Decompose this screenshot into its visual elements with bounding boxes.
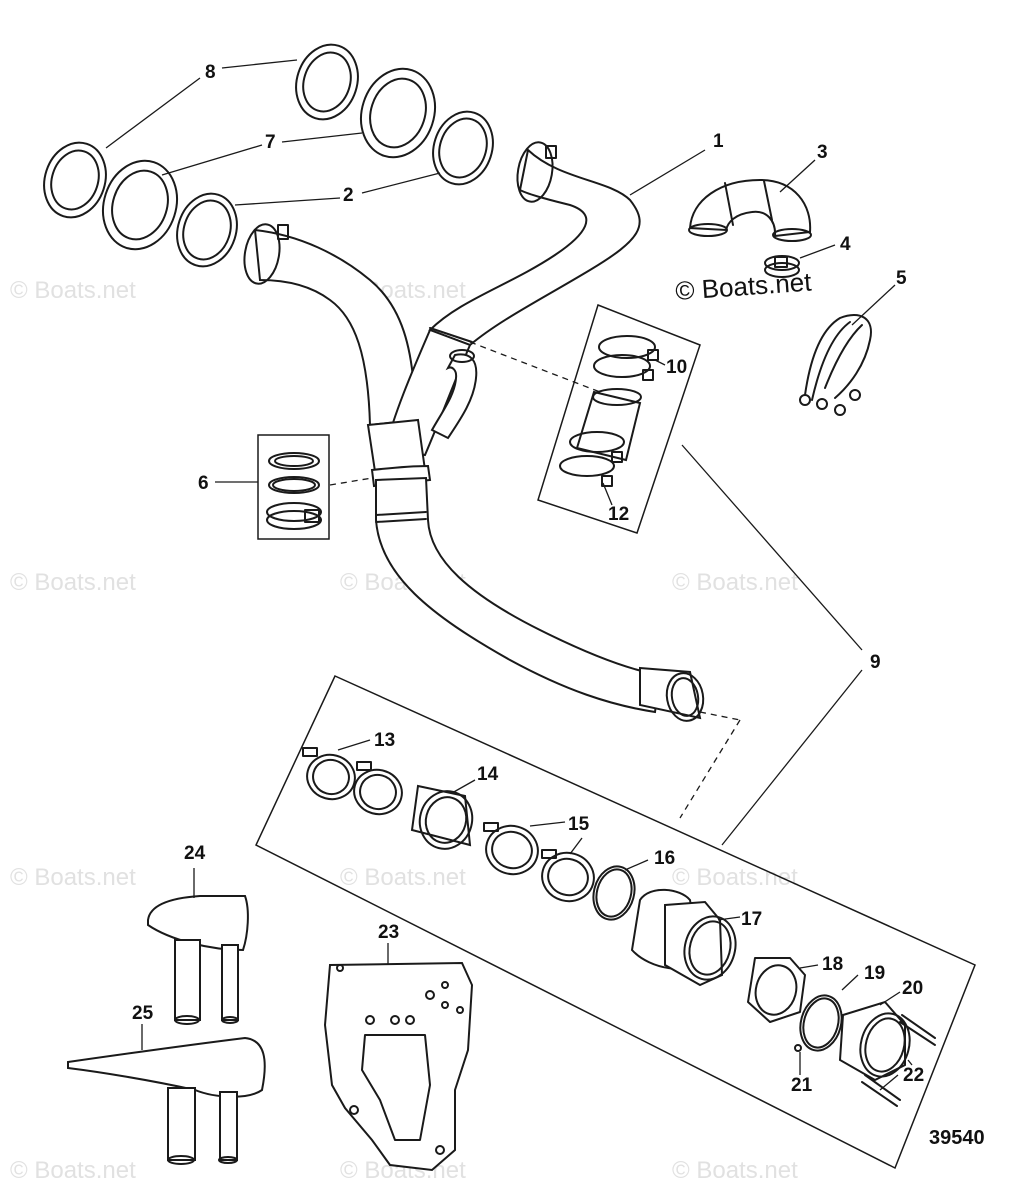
exhaust-y-pipe: [243, 141, 705, 722]
callout-3: 3: [817, 142, 828, 163]
watermark-main: © Boats.net: [674, 267, 813, 306]
callout-18: 18: [822, 954, 843, 975]
callout-9: 9: [870, 652, 881, 673]
wire-harness-5: [799, 313, 872, 416]
ring-8-right: [295, 43, 359, 121]
callout-19: 19: [864, 963, 885, 984]
callout-16: 16: [654, 848, 675, 869]
ring-2-right: [432, 110, 494, 186]
watermark: © Boats.net: [10, 277, 136, 304]
ring-8-left: [43, 141, 107, 219]
coupler-kit-box: [469, 304, 701, 534]
outlet-24: [147, 895, 249, 1025]
hose-elbow-3: [688, 178, 812, 242]
callout-21: 21: [791, 1075, 813, 1096]
clamp-4: [764, 255, 800, 278]
callout-2: 2: [343, 185, 354, 206]
ring-2-left: [176, 192, 238, 268]
callout-12: 12: [608, 504, 629, 525]
watermark: © Boats.net: [10, 864, 136, 891]
callout-15: 15: [568, 814, 590, 835]
callout-22: 22: [903, 1065, 924, 1086]
ring-7-right: [360, 67, 436, 159]
callout-24: 24: [184, 843, 206, 864]
callout-17: 17: [741, 909, 762, 930]
callout-6: 6: [198, 473, 209, 494]
callout-4: 4: [840, 234, 851, 255]
watermark: © Boats.net: [340, 864, 466, 891]
bracket-plate-23: [323, 961, 474, 1172]
callout-8: 8: [205, 62, 216, 83]
figure-number: 39540: [929, 1127, 985, 1149]
callout-23: 23: [378, 922, 399, 943]
callout-7: 7: [265, 132, 276, 153]
gasket-rings: [43, 43, 494, 268]
callout-5: 5: [896, 268, 907, 289]
callout-13: 13: [374, 730, 395, 751]
callout-10: 10: [666, 357, 687, 378]
callouts: 1 2 3 4 5 6 7 8 9 10 12 13 14 15 16 17 1…: [132, 62, 924, 1096]
callout-14: 14: [477, 764, 499, 785]
callout-20: 20: [902, 978, 923, 999]
lower-kit-box: [255, 675, 976, 1170]
watermark: © Boats.net: [10, 1157, 136, 1184]
callout-1: 1: [713, 131, 724, 152]
ring-7-left: [102, 159, 178, 251]
callout-25: 25: [132, 1003, 154, 1024]
clamp-kit-box-6: [257, 434, 373, 540]
watermark: © Boats.net: [672, 864, 798, 891]
watermark: © Boats.net: [672, 1157, 798, 1184]
leader-lines: [105, 59, 913, 1091]
watermark: © Boats.net: [10, 569, 136, 596]
watermark: © Boats.net: [672, 569, 798, 596]
outlet-25: [67, 1036, 266, 1165]
